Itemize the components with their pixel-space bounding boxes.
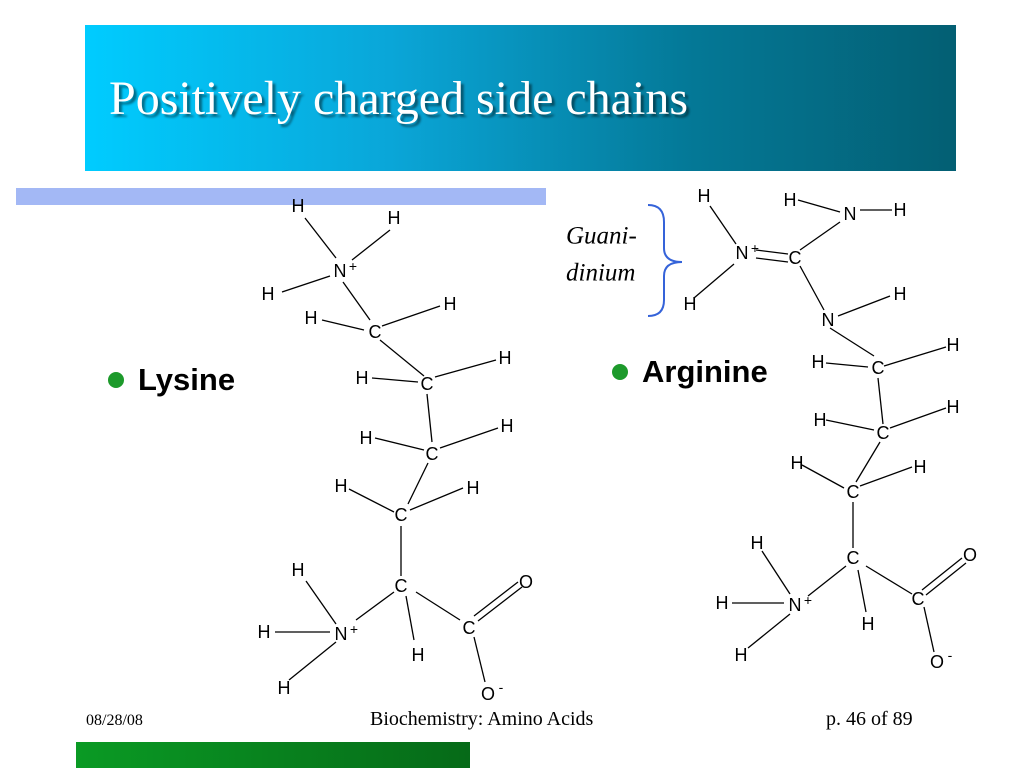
arginine-atoms: H H N H N + C H N H H C H H C H H C H C … — [684, 186, 978, 672]
arginine-atom-h: H — [735, 645, 748, 665]
arginine-bonds — [693, 199, 967, 653]
lysine-atoms: H H N + H H C H H C H H C H H C H C H H … — [258, 196, 534, 704]
arginine-atom-h: H — [914, 457, 927, 477]
bullet-dot-icon — [612, 364, 628, 380]
lysine-atom-o: O — [481, 684, 495, 704]
arginine-structure: Guani- dinium — [566, 186, 977, 672]
arginine-atom-n: N — [789, 595, 802, 615]
lysine-atom-n: N — [335, 624, 348, 644]
lysine-atom-c: C — [463, 618, 476, 638]
arginine-atom-h: H — [751, 533, 764, 553]
lysine-atom-c: C — [369, 322, 382, 342]
arginine-atom-o: O — [930, 652, 944, 672]
slide-title: Positively charged side chains — [109, 72, 688, 125]
arginine-atom-c: C — [912, 589, 925, 609]
lysine-charge-plus: + — [349, 258, 357, 274]
arginine-atom-c: C — [847, 548, 860, 568]
arginine-atom-n: N — [736, 243, 749, 263]
arginine-atom-h: H — [716, 593, 729, 613]
lysine-atom-h: H — [388, 208, 401, 228]
arginine-atom-h: H — [791, 453, 804, 473]
lysine-atom-c: C — [395, 505, 408, 525]
arginine-charge-minus: - — [948, 647, 953, 663]
lysine-atom-h: H — [360, 428, 373, 448]
lysine-atom-h: H — [356, 368, 369, 388]
lysine-atom-h: H — [501, 416, 514, 436]
lysine-atom-h: H — [305, 308, 318, 328]
lysine-atom-h: H — [262, 284, 275, 304]
arginine-atom-n: N — [822, 310, 835, 330]
footer-page-number: p. 46 of 89 — [826, 708, 913, 730]
lysine-atom-c: C — [395, 576, 408, 596]
lysine-atom-h: H — [258, 622, 271, 642]
lysine-atom-c: C — [426, 444, 439, 464]
lysine-atom-c: C — [421, 374, 434, 394]
arginine-charge-plus: + — [751, 240, 759, 256]
bullet-dot-icon — [108, 372, 124, 388]
guanidinium-label-line1: Guani- — [566, 223, 637, 250]
lysine-structure: H H N + H H C H H C H H C H H C H C H H … — [258, 196, 534, 704]
arginine-atom-c: C — [789, 248, 802, 268]
arginine-atom-h: H — [947, 397, 960, 417]
lysine-atom-n: N — [334, 261, 347, 281]
arginine-atom-h: H — [894, 284, 907, 304]
arginine-charge-plus: + — [804, 592, 812, 608]
bullet-lysine: Lysine — [108, 362, 235, 398]
bullet-label-lysine: Lysine — [138, 362, 236, 397]
footer-title: Biochemistry: Amino Acids — [370, 708, 594, 730]
bullet-arginine: Arginine — [612, 354, 768, 390]
lysine-atom-h: H — [278, 678, 291, 698]
footer-date: 08/28/08 — [86, 712, 143, 729]
arginine-atom-n: N — [844, 204, 857, 224]
lysine-atom-h: H — [444, 294, 457, 314]
arginine-atom-h: H — [947, 335, 960, 355]
lysine-charge-plus: + — [350, 621, 358, 637]
title-bar: Positively charged side chains — [85, 25, 956, 171]
lysine-atom-o: O — [519, 572, 533, 592]
arginine-atom-c: C — [847, 482, 860, 502]
arginine-atom-h: H — [894, 200, 907, 220]
lysine-atom-h: H — [292, 196, 305, 216]
guanidinium-brace — [647, 204, 683, 317]
arginine-atom-c: C — [872, 358, 885, 378]
bottom-accent-bar — [76, 742, 470, 768]
arginine-atom-h: H — [684, 294, 697, 314]
bullet-label-arginine: Arginine — [642, 354, 768, 389]
arginine-atom-h: H — [814, 410, 827, 430]
arginine-atom-c: C — [877, 423, 890, 443]
lysine-atom-h: H — [335, 476, 348, 496]
guanidinium-label-line2: dinium — [566, 260, 635, 287]
arginine-atom-h: H — [862, 614, 875, 634]
arginine-atom-h: H — [812, 352, 825, 372]
lysine-atom-h: H — [412, 645, 425, 665]
lysine-atom-h: H — [499, 348, 512, 368]
arginine-atom-h: H — [784, 190, 797, 210]
lysine-bonds — [275, 217, 523, 683]
arginine-atom-o: O — [963, 545, 977, 565]
lysine-atom-h: H — [292, 560, 305, 580]
lysine-charge-minus: - — [499, 679, 504, 695]
lysine-atom-h: H — [467, 478, 480, 498]
arginine-atom-h: H — [698, 186, 711, 206]
accent-line — [16, 188, 546, 205]
